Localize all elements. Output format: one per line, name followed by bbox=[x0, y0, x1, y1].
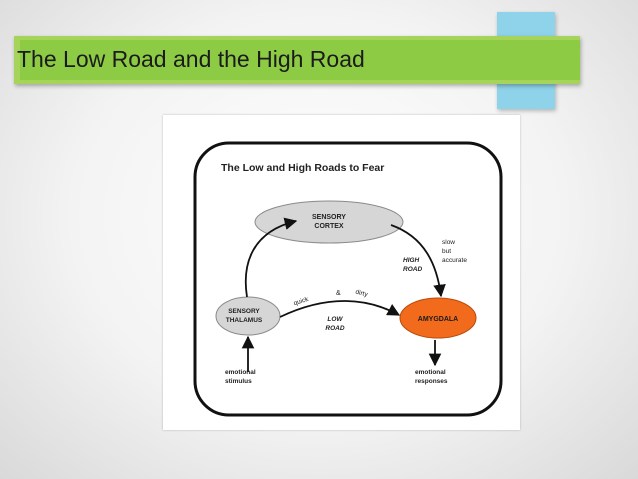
responses-label-line1: emotional bbox=[415, 369, 446, 376]
stimulus-label-line1: emotional bbox=[225, 369, 256, 376]
title-bar-fill bbox=[20, 40, 580, 80]
stimulus-label-line2: stimulus bbox=[225, 378, 252, 385]
dirty-label: dirty bbox=[355, 289, 369, 299]
thalamus-to-cortex-arrow bbox=[244, 217, 298, 298]
sensory-cortex-node bbox=[254, 200, 404, 244]
high-road-label-line1: HIGH bbox=[403, 257, 420, 264]
diagram-svg: The Low and High Roads to Fear SENSORY C… bbox=[193, 141, 503, 417]
sensory-thalamus-node bbox=[215, 296, 281, 336]
cortex-label-line1: SENSORY bbox=[312, 214, 346, 221]
slow-label: slow bbox=[442, 239, 455, 246]
amygdala-node bbox=[399, 297, 477, 339]
slide-title: The Low Road and the High Road bbox=[17, 46, 365, 72]
low-road-arrow bbox=[279, 300, 401, 318]
high-road-label-line2: ROAD bbox=[403, 266, 422, 273]
accurate-label: accurate bbox=[442, 257, 467, 264]
low-road-label-line2: ROAD bbox=[325, 325, 344, 332]
ampersand-label: & bbox=[336, 290, 341, 297]
cortex-label-line2: CORTEX bbox=[314, 223, 344, 230]
title-bar bbox=[14, 36, 580, 84]
but-label: but bbox=[442, 248, 451, 255]
high-road-arrow bbox=[390, 224, 446, 298]
thalamus-label-line2: THALAMUS bbox=[226, 317, 263, 324]
diagram-figure: The Low and High Roads to Fear SENSORY C… bbox=[163, 115, 520, 430]
thalamus-label-line1: SENSORY bbox=[228, 308, 260, 315]
amygdala-label: AMYGDALA bbox=[418, 316, 458, 323]
diagram-title: The Low and High Roads to Fear bbox=[221, 162, 384, 174]
quick-label: quick bbox=[293, 296, 310, 308]
low-road-label-line1: LOW bbox=[327, 316, 343, 323]
diagram-border bbox=[193, 141, 503, 417]
responses-label-line2: responses bbox=[415, 378, 448, 385]
